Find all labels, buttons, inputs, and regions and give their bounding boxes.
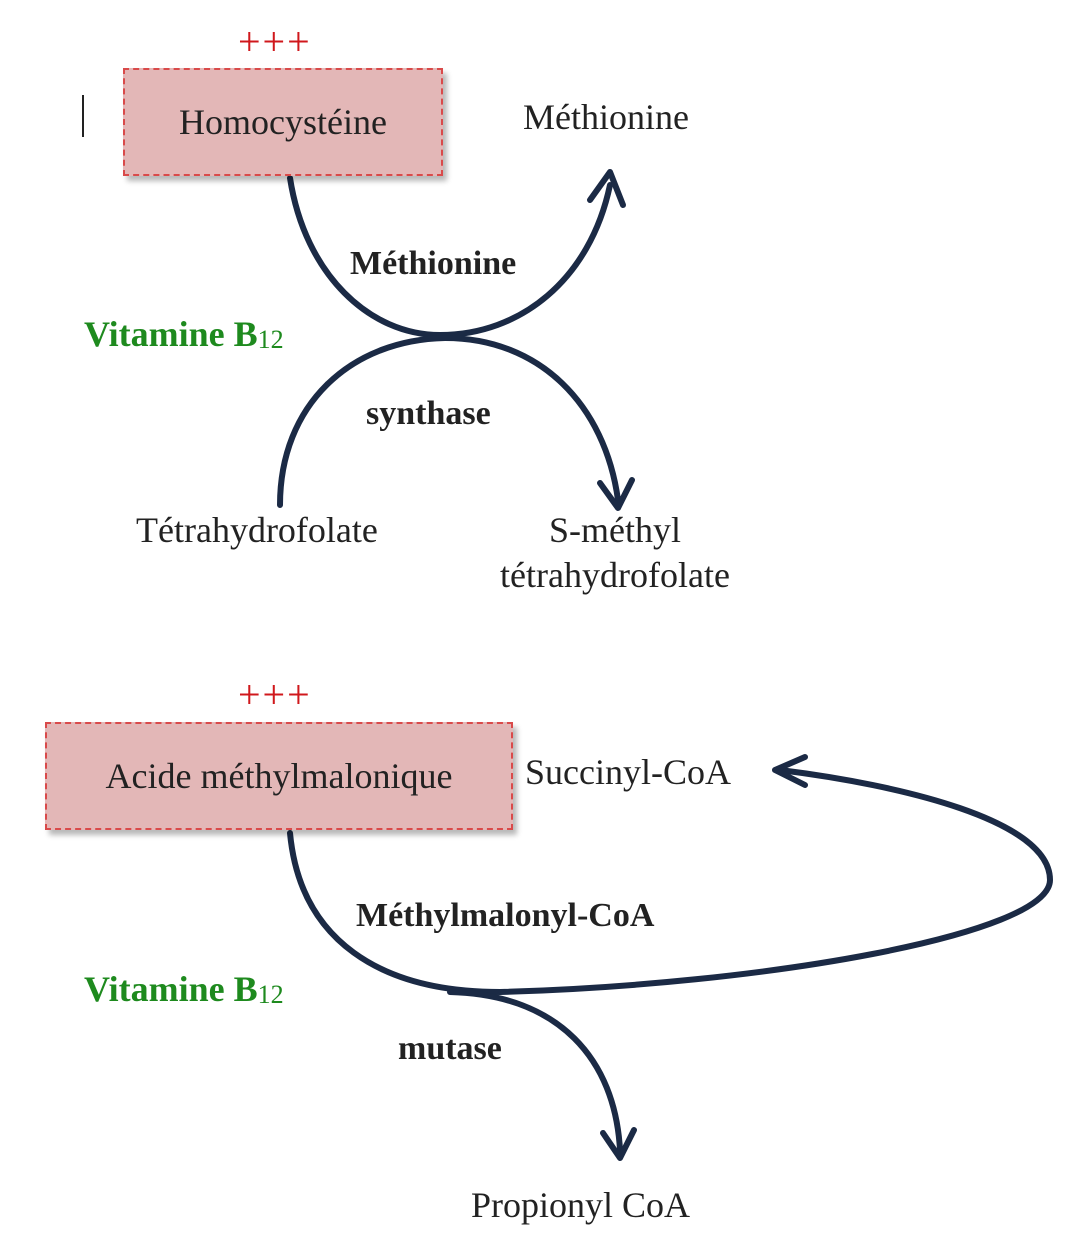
elevated-marker-mma: +++: [238, 672, 312, 717]
enzyme-mutase-line2: mutase: [398, 1030, 502, 1067]
arrow-thf-to-methyl-thf: [277, 334, 621, 508]
arrowhead-methionine: [587, 169, 626, 208]
propionyl-coa-label: Propionyl CoA: [471, 1185, 691, 1225]
tetrahydrofolate-label: Tétrahydrofolate: [136, 510, 378, 550]
homocysteine-box: Homocystéine: [123, 68, 443, 176]
arrow-mma-to-succinyl-coa: [287, 767, 1054, 996]
vitamin-b12-text-2: Vitamine B: [84, 969, 258, 1009]
enzyme-methionine-synthase-line1: Méthionine: [350, 245, 517, 282]
arrowhead-methyl-thf: [597, 477, 635, 511]
enzyme-mutase-line1: Méthylmalonyl-CoA: [356, 897, 655, 934]
methylmalonic-acid-label: Acide méthylmalonique: [105, 756, 453, 796]
vitamin-b12-label-1: Vitamine B12: [84, 313, 284, 355]
vitamin-b12-text-1: Vitamine B: [84, 314, 258, 354]
arrowhead-propionyl-coa: [600, 1127, 637, 1161]
vitamin-b12-subscript-1: 12: [257, 325, 284, 354]
vitamin-b12-subscript-2: 12: [257, 980, 284, 1009]
methylmalonic-acid-box: Acide méthylmalonique: [45, 722, 513, 830]
succinyl-coa-label: Succinyl-CoA: [525, 752, 731, 792]
arrowhead-succinyl-coa: [772, 754, 808, 788]
methionine-label: Méthionine: [523, 97, 689, 137]
homocysteine-label: Homocystéine: [179, 102, 387, 142]
elevated-marker-homocysteine: +++: [238, 19, 312, 64]
s-methyl-line: S-méthyl: [549, 510, 681, 550]
text-cursor: [82, 95, 84, 137]
s-methyl-tetrahydrofolate-label: S-méthyl tétrahydrofolate: [470, 508, 760, 598]
arrow-to-propionyl-coa: [447, 989, 623, 1153]
enzyme-methionine-synthase-line2: synthase: [366, 395, 491, 432]
vitamin-b12-label-2: Vitamine B12: [84, 968, 284, 1010]
tetrahydrofolate-line: tétrahydrofolate: [500, 555, 730, 595]
arrow-homocysteine-to-methionine: [287, 175, 613, 339]
